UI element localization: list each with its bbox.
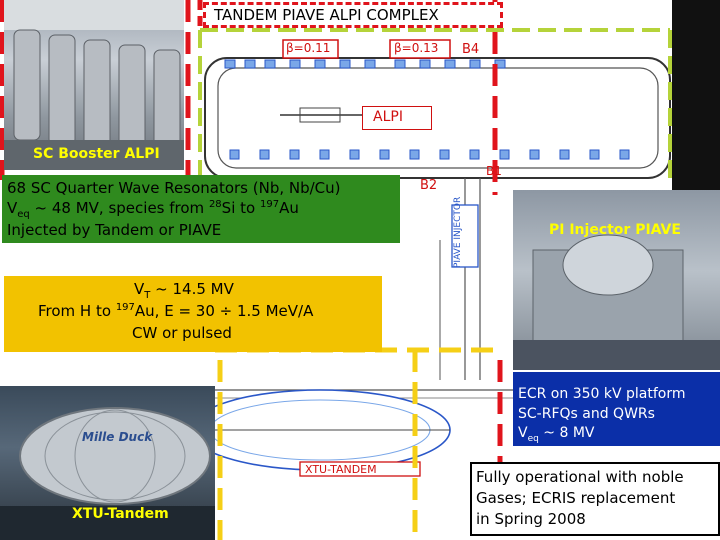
status-note-line3: in Spring 2008 [476,510,586,528]
status-note-line1: Fully operational with noble [476,468,684,486]
piave-info-line3: Veq ~ 8 MV [518,425,594,444]
alpi-info-line2: Veq ~ 48 MV, species from 28Si to 197Au [7,199,299,220]
section-label-alpi [362,106,432,130]
status-note-line2: Gases; ECRIS replacement [476,489,676,507]
alpi-cryostat-illustration [4,0,184,170]
alpi-photo [4,0,184,170]
tandem-machine-lettering: Mille Duck [82,430,153,444]
tandem-tank-illustration [0,407,215,540]
alpi-si-text: Si to [221,199,260,217]
xtu-tandem-photo: Mille Duck [0,386,215,540]
tandem-au-mass: 197 [115,302,135,313]
alpi-photo-caption: SC Booster ALPI [33,146,160,162]
section-label-b4: B4 [462,42,480,57]
xtu-tandem-photo-caption: XTU-Tandem [72,506,169,522]
piave-photo [513,190,720,370]
alpi-veq-symbol: V [7,199,18,217]
xtu-label-box [299,461,421,477]
tandem-info-line2: From H to 197Au, E = 30 ÷ 1.5 MeV/A [38,302,313,320]
piave-info-line2: SC-RFQs and QWRs [518,406,655,422]
status-note-box [470,462,720,536]
piave-injector-label: PIAVE INJECTOR [453,196,463,268]
section-label-b1: B1 [486,164,502,178]
piave-cryostat-illustration [513,234,720,370]
beta-label-2: β=0.13 [394,41,439,55]
alpi-ring-inner [217,67,659,169]
alpi-info-line3: Injected by Tandem or PIAVE [7,221,222,239]
alpi-au-text: Au [279,199,299,217]
page-title: TANDEM PIAVE ALPI COMPLEX [214,6,439,24]
xtu-tandem-diagram-label: XTU-TANDEM [305,463,377,476]
beta-label-1: β=0.11 [286,41,331,55]
tandem-vt-value: ~ 14.5 MV [150,280,234,298]
tandem-info-line3: CW or pulsed [132,324,232,342]
piave-veq-symbol: V [518,425,528,441]
tandem-vt-subscript: T [144,290,151,301]
piave-photo-caption: PI Injector PIAVE [549,222,681,238]
alpi-cryostats-top [224,59,506,69]
alpi-cryostats-bottom [229,149,630,160]
beta-box-1 [282,39,339,59]
piave-veq-subscript: eq [527,433,539,444]
piave-info-box [513,372,720,446]
piave-veq-value: ~ 8 MV [538,425,595,441]
alpi-veq-subscript: eq [17,209,30,220]
alpi-info-box [2,175,400,243]
piave-injector-block [451,204,479,268]
tandem-range-prefix: From H to [38,302,116,320]
title-box [203,2,503,28]
alpi-info-line1: 68 SC Quarter Wave Resonators (Nb, Nb/Cu… [7,179,341,197]
alpi-au-mass: 197 [259,199,280,210]
tandem-info-box [4,276,382,352]
right-edge-strip [672,0,720,190]
alpi-ring-outer [204,57,671,179]
beta-box-2 [389,39,451,59]
tandem-vt-symbol: V [134,280,145,298]
section-label-b2: B2 [420,178,438,193]
piave-info-line1: ECR on 350 kV platform [518,386,686,402]
tandem-info-line1: VT ~ 14.5 MV [134,280,234,301]
section-label-alpi-text: ALPI [373,109,403,125]
tandem-range-end: Au, E = 30 ÷ 1.5 MeV/A [134,302,314,320]
alpi-veq-value: ~ 48 MV, species from [29,199,209,217]
alpi-si-mass: 28 [208,199,222,210]
